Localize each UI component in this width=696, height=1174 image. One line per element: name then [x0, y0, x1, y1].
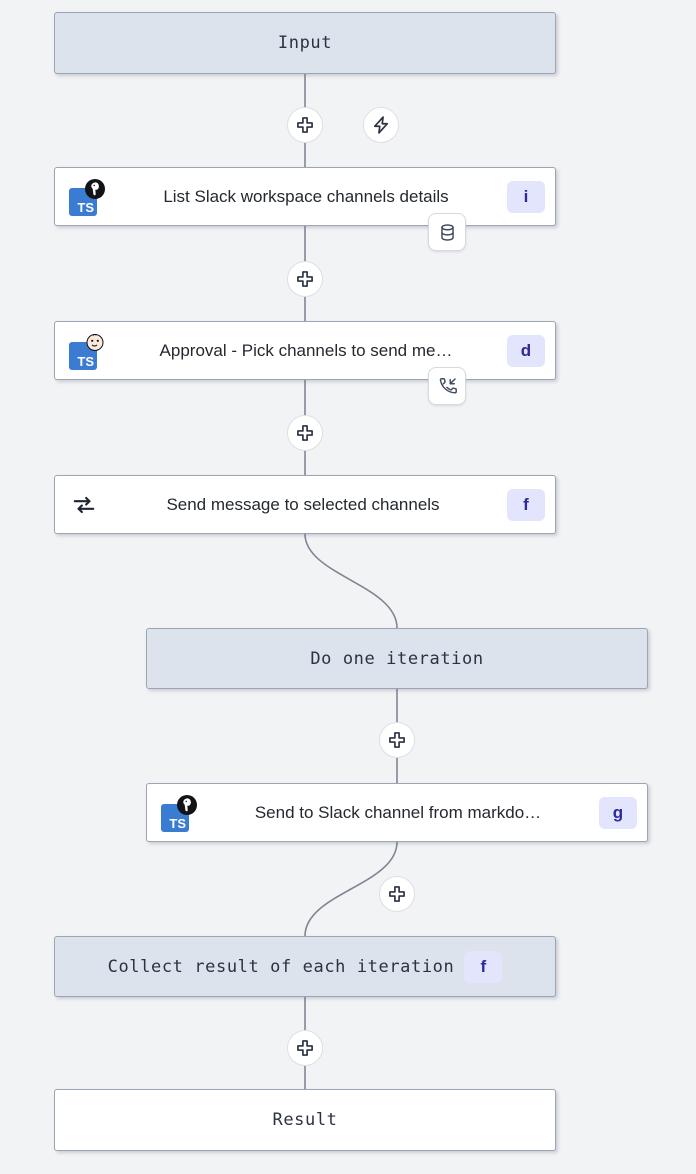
add-step-before-result-button[interactable]: [287, 1030, 323, 1066]
node-input-label: Input: [277, 33, 333, 53]
typescript-bun-icon: TS: [67, 332, 107, 370]
typescript-deno-icon: TS: [159, 794, 199, 832]
add-step-after-approval-button[interactable]: [287, 415, 323, 451]
bolt-icon: [373, 116, 389, 134]
node-send-message-loop-badge[interactable]: f: [507, 488, 545, 521]
node-send-message-loop-label: Send message to selected channels: [166, 494, 440, 514]
plus-icon: [297, 1040, 313, 1056]
node-result[interactable]: Result: [54, 1089, 556, 1151]
node-input[interactable]: Input: [54, 12, 556, 74]
plus-icon: [297, 271, 313, 287]
node-send-message-loop[interactable]: Send message to selected channels f: [54, 475, 556, 534]
loop-repeat-icon: [67, 490, 101, 520]
node-send-to-slack-markdown-label: Send to Slack channel from markdo…: [254, 802, 542, 822]
node-approval-pick-channels-label: Approval - Pick channels to send me…: [159, 340, 453, 360]
node-do-one-iteration[interactable]: Do one iteration: [146, 628, 648, 689]
node-send-to-slack-markdown[interactable]: TS Send to Slack channel from markdo… g: [146, 783, 648, 842]
node-collect-result-badge[interactable]: f: [464, 950, 503, 983]
add-step-after-input-button[interactable]: [287, 107, 323, 143]
typescript-deno-icon: TS: [67, 178, 107, 216]
database-badge[interactable]: [428, 213, 466, 251]
add-trigger-after-input-button[interactable]: [363, 107, 399, 143]
node-result-label: Result: [272, 1110, 338, 1130]
node-list-slack-channels-badge[interactable]: i: [507, 180, 545, 213]
plus-icon: [297, 117, 313, 133]
node-approval-pick-channels[interactable]: TS Approval - Pick channels to send me… …: [54, 321, 556, 380]
deno-dino-icon: [84, 178, 106, 200]
node-do-one-iteration-label: Do one iteration: [310, 648, 484, 669]
deno-dino-icon: [176, 794, 198, 816]
edge-send-to-iteration: [304, 533, 398, 629]
node-collect-result[interactable]: Collect result of each iteration f: [54, 936, 556, 997]
phone-incoming-badge[interactable]: [428, 367, 466, 405]
database-icon: [440, 223, 454, 241]
add-step-after-list-channels-button[interactable]: [287, 261, 323, 297]
node-approval-pick-channels-badge[interactable]: d: [507, 334, 545, 367]
node-collect-result-label: Collect result of each iteration: [107, 956, 455, 977]
phone-incoming-icon: [439, 377, 457, 393]
plus-icon: [297, 425, 313, 441]
plus-icon: [389, 886, 405, 902]
node-list-slack-channels[interactable]: TS List Slack workspace channels details…: [54, 167, 556, 226]
add-step-inside-iteration-button[interactable]: [379, 722, 415, 758]
plus-icon: [389, 732, 405, 748]
node-send-to-slack-markdown-badge[interactable]: g: [599, 796, 637, 829]
add-step-after-iteration-button[interactable]: [379, 876, 415, 912]
node-list-slack-channels-label: List Slack workspace channels details: [163, 186, 449, 206]
baby-chick-icon: [84, 332, 106, 354]
